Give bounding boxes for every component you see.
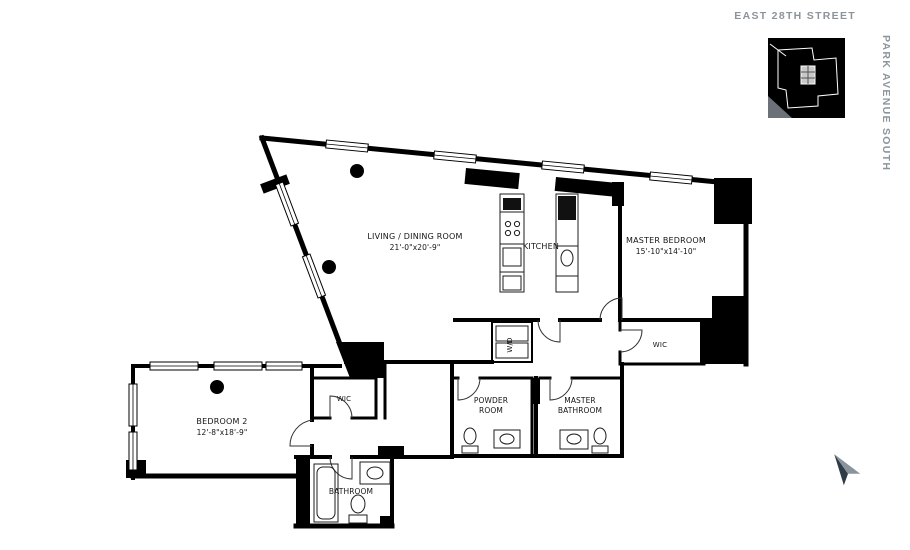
doors bbox=[289, 297, 643, 480]
key-plan bbox=[768, 38, 845, 118]
room-label-powder-2: ROOM bbox=[479, 406, 503, 415]
room-label-kitchen: KITCHEN bbox=[523, 242, 559, 251]
bath-fixtures bbox=[313, 427, 609, 524]
wall-blocks bbox=[126, 168, 752, 527]
room-label-powder-1: POWDER bbox=[474, 396, 508, 405]
room-labels: LIVING / DINING ROOM 21'-0"x20'-9" KITCH… bbox=[196, 232, 706, 496]
room-dims-master-bedroom: 15'-10"x14'-10" bbox=[636, 247, 697, 256]
room-label-laundry: W/D bbox=[506, 337, 514, 352]
columns bbox=[210, 164, 364, 394]
kitchen-fixtures bbox=[499, 193, 579, 293]
room-dims-bedroom-2: 12'-8"x18'-9" bbox=[197, 428, 248, 437]
room-label-bedroom-2-wic: WIC bbox=[337, 395, 351, 403]
street-labels: EAST 28TH STREET PARK AVENUE SOUTH bbox=[734, 10, 892, 171]
laundry-closet bbox=[491, 321, 533, 363]
room-label-living-dining: LIVING / DINING ROOM bbox=[367, 232, 462, 241]
room-label-master-bath-1: MASTER bbox=[564, 396, 596, 405]
room-label-master-bedroom: MASTER BEDROOM bbox=[626, 236, 706, 245]
room-label-bedroom-2: BEDROOM 2 bbox=[196, 417, 247, 426]
street-label-east-28th: EAST 28TH STREET bbox=[734, 10, 856, 22]
room-dims-living-dining: 21'-0"x20'-9" bbox=[390, 243, 441, 252]
unit-walls bbox=[130, 134, 749, 529]
north-arrow-icon bbox=[834, 454, 861, 486]
room-label-master-wic: WIC bbox=[653, 341, 667, 349]
room-label-master-bath-2: BATHROOM bbox=[558, 406, 602, 415]
street-label-park-avenue-south: PARK AVENUE SOUTH bbox=[880, 35, 892, 171]
room-label-bathroom: BATHROOM bbox=[329, 487, 373, 496]
windows bbox=[128, 139, 693, 471]
